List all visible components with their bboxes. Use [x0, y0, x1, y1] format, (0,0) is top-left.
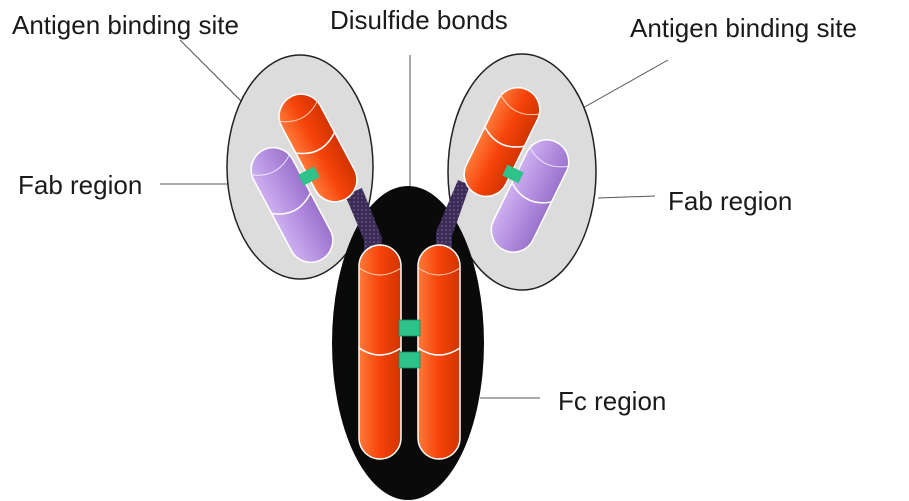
disulfide-bond-hinge-lower	[399, 352, 420, 368]
disulfide-bond-hinge-upper	[399, 320, 420, 336]
heavy-chain-fc-right	[418, 245, 460, 459]
label-disulfide-bonds: Disulfide bonds	[330, 5, 508, 35]
label-fab-region-left: Fab region	[18, 170, 142, 200]
label-fc-region: Fc region	[558, 386, 666, 416]
label-fab-region-right: Fab region	[668, 186, 792, 216]
leader-fab-right	[598, 196, 655, 198]
label-antigen-binding-site-left: Antigen binding site	[12, 10, 239, 40]
heavy-chain-fc-left	[359, 245, 401, 459]
fc-region	[332, 186, 484, 500]
label-antigen-binding-site-right: Antigen binding site	[630, 13, 857, 43]
